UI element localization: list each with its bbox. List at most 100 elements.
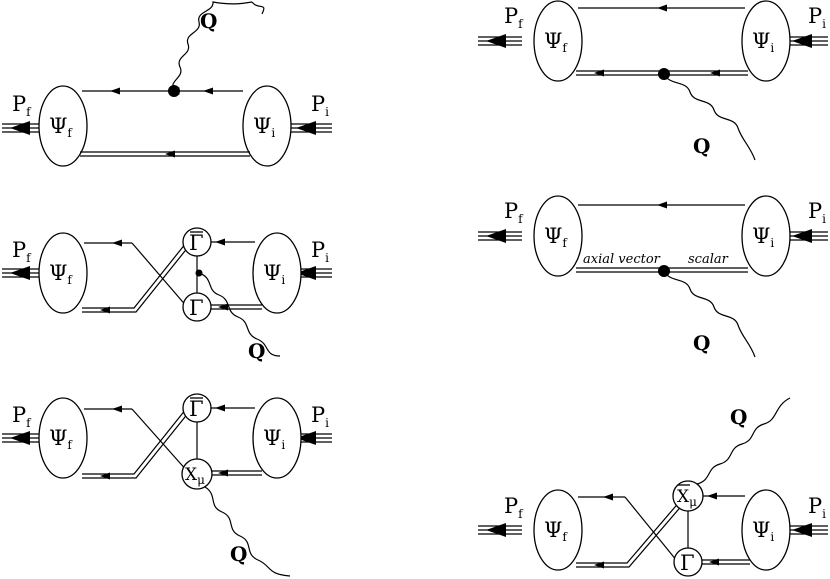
gamma-bar-label-3: Γ xyxy=(189,397,204,421)
axial-vector-label: axial vector xyxy=(583,252,661,267)
psi-f-blob-6 xyxy=(533,489,583,571)
chi-arrow-3 xyxy=(218,469,228,477)
chi-label-3: Xμ xyxy=(185,465,205,487)
photon-5 xyxy=(663,270,756,358)
p-f-label-5: Pf xyxy=(504,199,524,226)
p-i-label-3: Pi xyxy=(311,403,329,430)
psi-f-blob-1 xyxy=(38,85,88,167)
psi-i-label-4: Ψi xyxy=(752,29,774,55)
photon-1-end xyxy=(251,1,265,15)
p-f-label-4: Pf xyxy=(504,4,524,31)
diagram-4: Pf Pi Ψf Ψi Q xyxy=(478,0,828,161)
quark-arrow-1r xyxy=(203,87,213,95)
p-f-arrow-5 xyxy=(486,229,506,243)
gamma-arrow-6 xyxy=(709,558,719,566)
psi-i-label-5: Ψi xyxy=(752,224,774,250)
diagram-6: Pf Pi Ψf Ψi Xμ Γ Q xyxy=(478,397,828,577)
p-f-arrow-6 xyxy=(486,523,506,537)
psi-i-blob-6 xyxy=(741,489,791,571)
cross-diquark-6 xyxy=(576,499,685,568)
photon-label-3: Q xyxy=(230,542,247,566)
diquark-arrow-2 xyxy=(100,306,110,314)
psi-f-label-3: Ψf xyxy=(49,426,73,452)
psi-i-label-6: Ψi xyxy=(752,518,774,544)
p-f-label-3: Pf xyxy=(12,403,32,430)
gamma-bar-vertex-3 xyxy=(182,393,212,423)
cross-quark-6 xyxy=(624,496,678,562)
psi-f-blob-2 xyxy=(38,232,88,314)
psi-i-blob-3 xyxy=(252,397,302,479)
gamma-arrow-2 xyxy=(218,303,228,311)
quark-arrow-4 xyxy=(657,4,667,12)
psi-i-blob-4 xyxy=(741,0,791,82)
p-f-label-6: Pf xyxy=(504,494,524,521)
cross-quark-3 xyxy=(131,408,189,473)
p-i-arrow-2 xyxy=(296,266,316,280)
psi-f-blob-4 xyxy=(533,0,583,82)
gamma-vertex-2 xyxy=(182,292,212,322)
scalar-label: scalar xyxy=(688,252,729,267)
p-f-arrow-1 xyxy=(10,121,30,135)
psi-f-label-4: Ψf xyxy=(544,29,568,55)
psi-f-label-5: Ψf xyxy=(544,224,568,250)
psi-f-label-6: Ψf xyxy=(544,518,568,544)
p-f-arrow-3 xyxy=(10,431,30,445)
p-i-arrow-5 xyxy=(792,229,812,243)
chi-bar-label-6: Xμ xyxy=(677,487,697,509)
diquark-arrow-1 xyxy=(165,150,175,158)
quark-arrow-2 xyxy=(112,239,122,247)
cross-diquark-3 xyxy=(82,403,194,479)
psi-i-blob-2 xyxy=(252,232,302,314)
p-i-arrow-3 xyxy=(296,431,316,445)
photon-label-1: Q xyxy=(200,9,217,33)
chi-vertex-3 xyxy=(181,458,213,490)
psi-f-blob-3 xyxy=(38,397,88,479)
p-i-label-5: Pi xyxy=(808,199,826,226)
quark-arrow-5 xyxy=(657,201,667,209)
psi-f-label-1: Ψf xyxy=(49,114,73,140)
gamma-bar-label-2: Γ xyxy=(189,231,204,255)
p-f-label-2: Pf xyxy=(12,238,32,265)
psi-f-blob-5 xyxy=(533,195,583,277)
p-i-label-6: Pi xyxy=(808,494,826,521)
photon-label-5: Q xyxy=(693,331,710,355)
p-f-label-1: Pf xyxy=(12,92,32,119)
diquark-arrow-4a xyxy=(594,69,604,77)
p-i-arrow-1 xyxy=(296,121,316,135)
gamma-vertex-6 xyxy=(673,547,703,577)
gamma-bar-arrow-2 xyxy=(215,238,225,246)
photon-6 xyxy=(696,397,791,485)
chi-arrow-6 xyxy=(707,492,717,500)
diagram-1: Pf Pi Ψf Ψi Q xyxy=(2,1,332,167)
gamma-bar-vertex-2 xyxy=(182,227,212,257)
gamma-label-2: Γ xyxy=(189,296,204,320)
psi-i-label-2: Ψi xyxy=(263,261,285,287)
cross-diquark-2 xyxy=(82,237,194,313)
psi-i-blob-5 xyxy=(741,195,791,277)
p-f-arrow-4 xyxy=(486,34,506,48)
diagram-2: Pf Pi Ψf Ψi Γ Γ xyxy=(2,227,332,363)
photon-label-4: Q xyxy=(693,134,710,158)
photon-label-2: Q xyxy=(248,339,265,363)
chi-bar-vertex-6 xyxy=(672,480,704,512)
photon-label-6: Q xyxy=(730,405,747,429)
diquark-line-1 xyxy=(80,151,250,157)
gamma-in-2 xyxy=(211,304,262,310)
photon-2 xyxy=(198,272,281,357)
p-f-arrow-2 xyxy=(10,266,30,280)
gamma-label-6: Γ xyxy=(680,551,695,575)
psi-i-blob-1 xyxy=(242,85,292,167)
diquark-arrow-6 xyxy=(594,561,604,569)
photon-3 xyxy=(204,486,291,577)
diquark-arrow-4b xyxy=(710,69,720,77)
psi-f-label-2: Ψf xyxy=(49,261,73,287)
quark-arrow-1 xyxy=(110,87,120,95)
diquark-arrow-3 xyxy=(100,472,110,480)
psi-i-label-1: Ψi xyxy=(253,114,275,140)
p-i-arrow-4 xyxy=(792,34,812,48)
photon-1 xyxy=(172,1,253,92)
p-i-label-1: Pi xyxy=(311,92,329,119)
p-i-arrow-6 xyxy=(792,523,812,537)
gamma-bar-arrow-3 xyxy=(215,404,225,412)
